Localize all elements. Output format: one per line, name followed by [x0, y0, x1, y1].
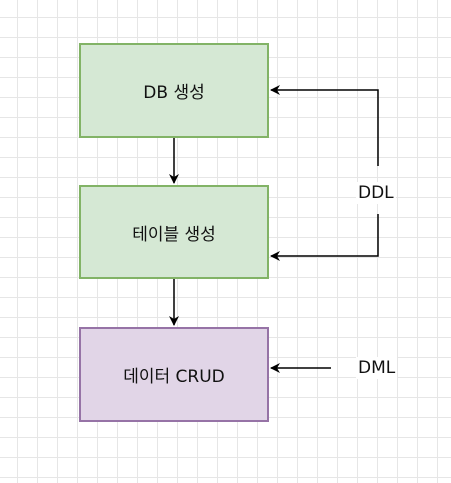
node-table-create[interactable]: 테이블 생성 [79, 185, 269, 279]
arrow-ddl-to-db [270, 85, 379, 166]
node-db-create[interactable]: DB 생성 [79, 43, 269, 138]
edge-label-dml: DML [356, 357, 398, 379]
node-db-create-label: DB 생성 [143, 83, 205, 103]
node-data-crud[interactable]: 데이터 CRUD [79, 327, 269, 422]
node-table-create-label: 테이블 생성 [132, 224, 216, 245]
node-data-crud-label: 데이터 CRUD [123, 367, 225, 387]
arrow-ddl-to-table [270, 214, 379, 261]
edge-label-ddl: DDL [356, 182, 396, 204]
